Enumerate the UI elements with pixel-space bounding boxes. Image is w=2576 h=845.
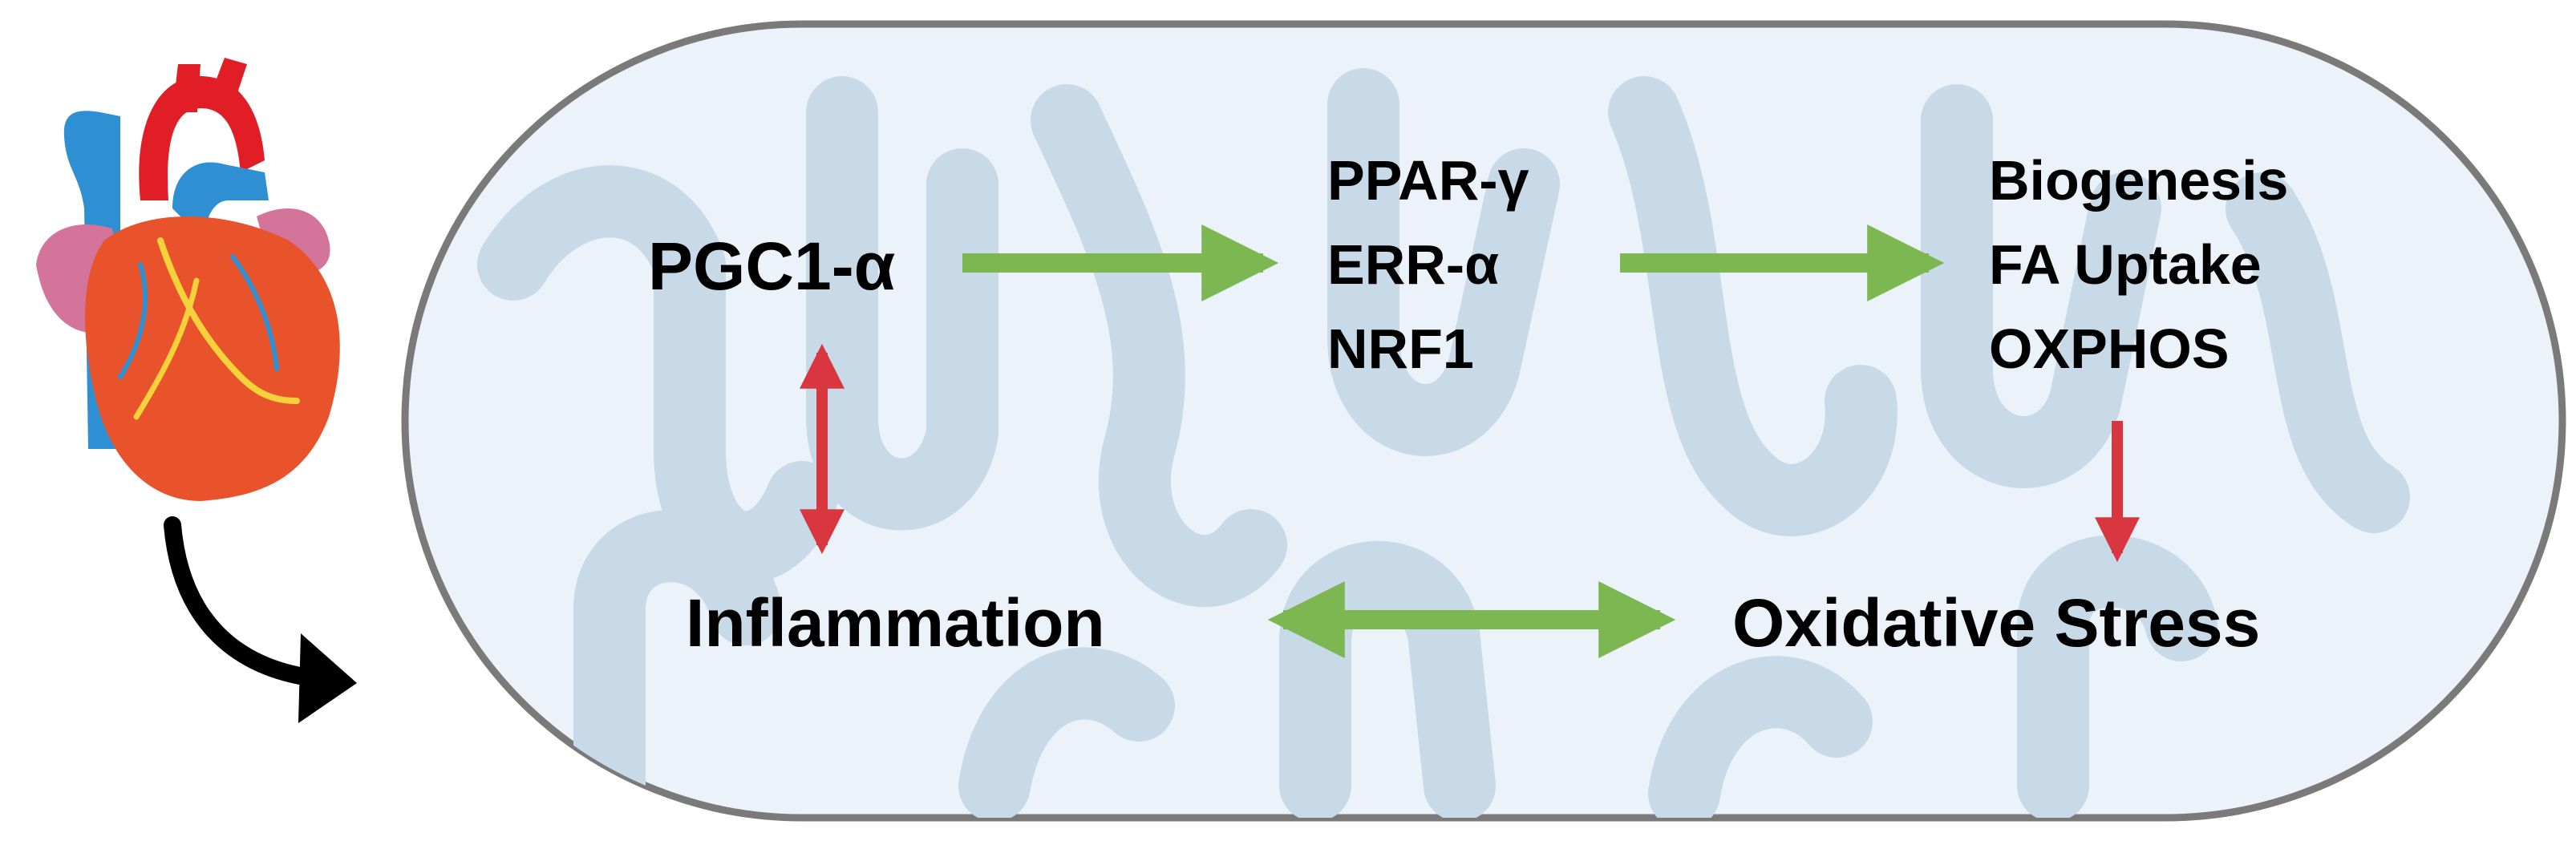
anatomical-heart-icon — [36, 58, 340, 501]
outcome-fa-uptake: FA Uptake — [1989, 233, 2262, 296]
node-inflammation: Inflammation — [686, 585, 1105, 661]
node-oxidative-stress: Oxidative Stress — [1732, 585, 2261, 661]
factor-nrf1: NRF1 — [1327, 317, 1474, 380]
curved-arrow-icon — [164, 516, 357, 723]
node-pgc1a: PGC1-α — [648, 228, 896, 304]
factor-err-alpha: ERR-α — [1327, 233, 1500, 296]
outcome-biogenesis: Biogenesis — [1989, 149, 2289, 212]
mitochondrion-icon — [401, 20, 2566, 822]
factor-ppar-gamma: PPAR-γ — [1327, 149, 1529, 212]
outcome-oxphos: OXPHOS — [1989, 317, 2230, 380]
